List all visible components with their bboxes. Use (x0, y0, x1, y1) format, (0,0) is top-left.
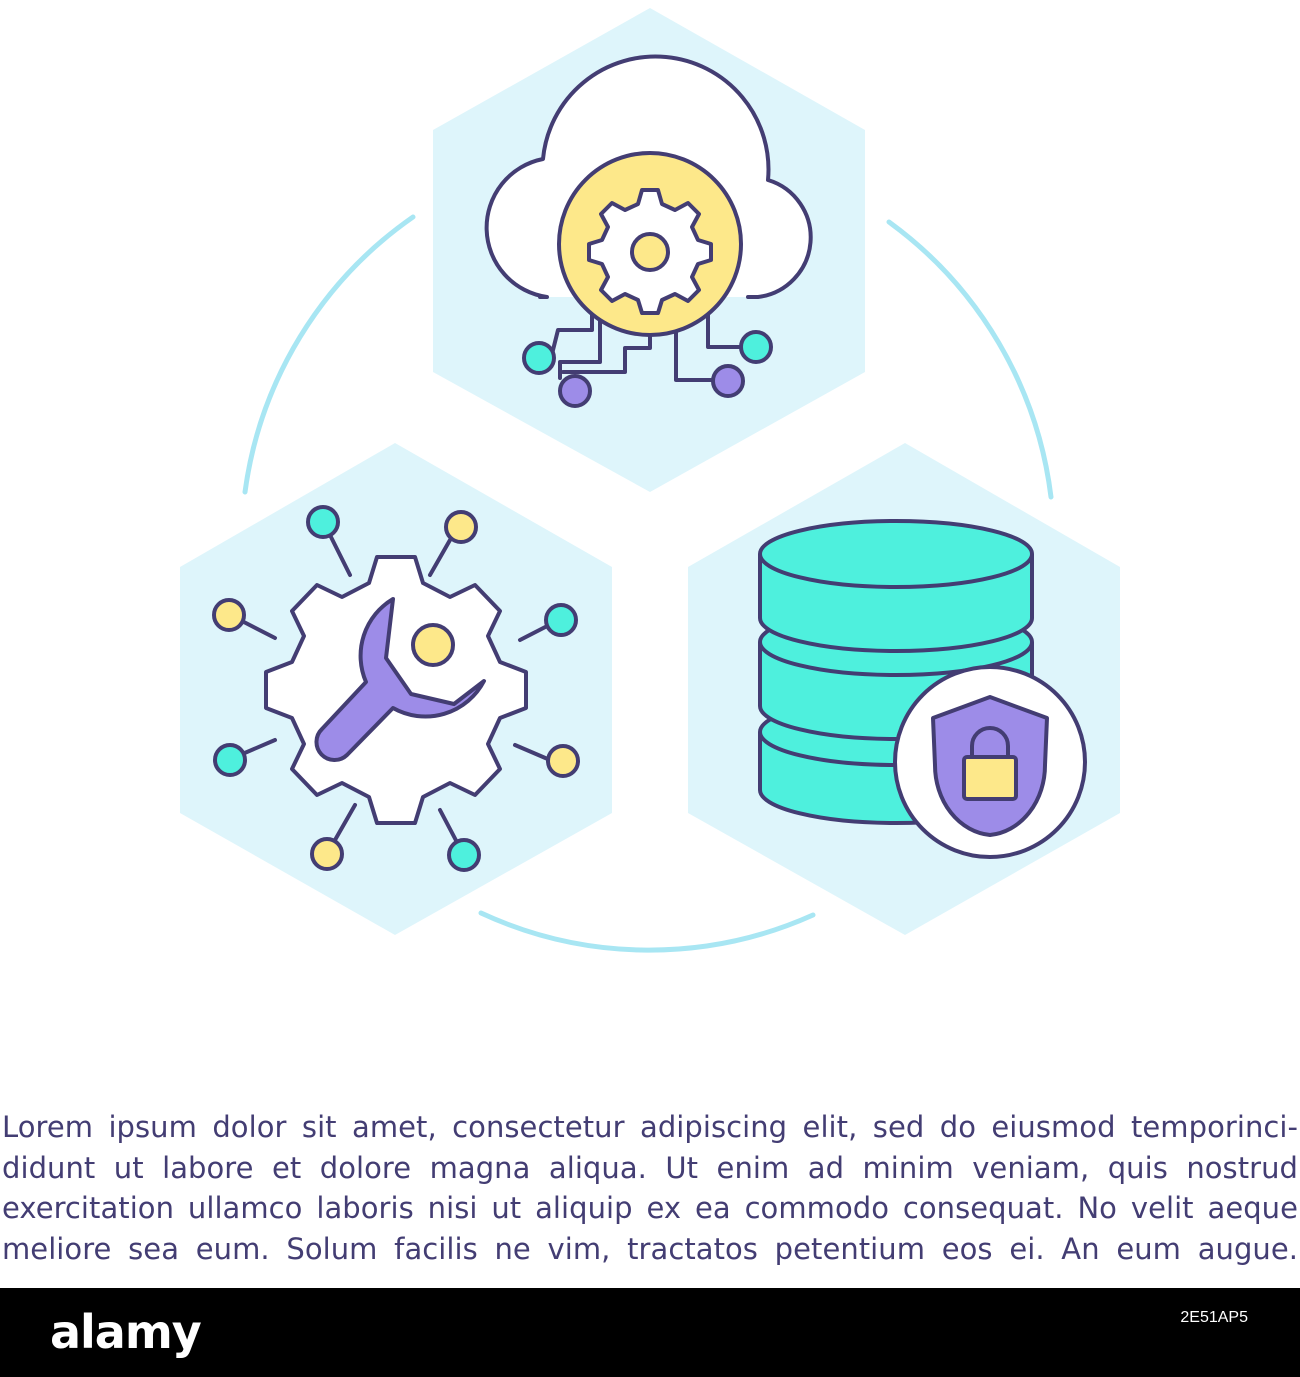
network-node (546, 744, 580, 778)
network-node (447, 838, 481, 872)
database-lid (758, 519, 1034, 589)
database-shield-lock-icon (758, 519, 1087, 859)
lock-icon (962, 755, 1018, 801)
network-node (213, 743, 247, 777)
network-node (444, 510, 478, 544)
image-id-label: 2E51AP5 (1180, 1309, 1248, 1326)
caption-line: Lorem ipsum dolor sit amet, consectetur … (2, 1110, 1298, 1144)
caption-line: exercitation ullamco laboris nisi ut ali… (2, 1191, 1298, 1225)
cloud-gear-icon (484, 54, 813, 408)
connecting-ring (242, 214, 1054, 953)
circuit-node (739, 330, 773, 364)
lock-shackle (970, 726, 1010, 759)
alamy-logo: alamy (50, 1305, 202, 1359)
network-node (544, 603, 578, 637)
circuit-node (558, 374, 592, 408)
caption-line: didunt ut labore et dolore magna aliqua.… (2, 1150, 1298, 1185)
stock-watermark-bar: alamy 2E51AP5 (0, 1288, 1300, 1377)
wrench-icon (314, 597, 486, 763)
network-node (306, 505, 340, 539)
network-node (212, 598, 246, 632)
illustration (180, 8, 1120, 953)
caption-line: meliore sea eum. Solum facilis ne vim, t… (2, 1231, 1298, 1266)
caption: Lorem ipsum dolor sit amet, consectetur … (2, 1107, 1298, 1269)
circuit-node (522, 341, 556, 375)
network-node (310, 837, 344, 871)
circuit-node (711, 364, 745, 398)
gear-wrench-icon (212, 505, 580, 872)
